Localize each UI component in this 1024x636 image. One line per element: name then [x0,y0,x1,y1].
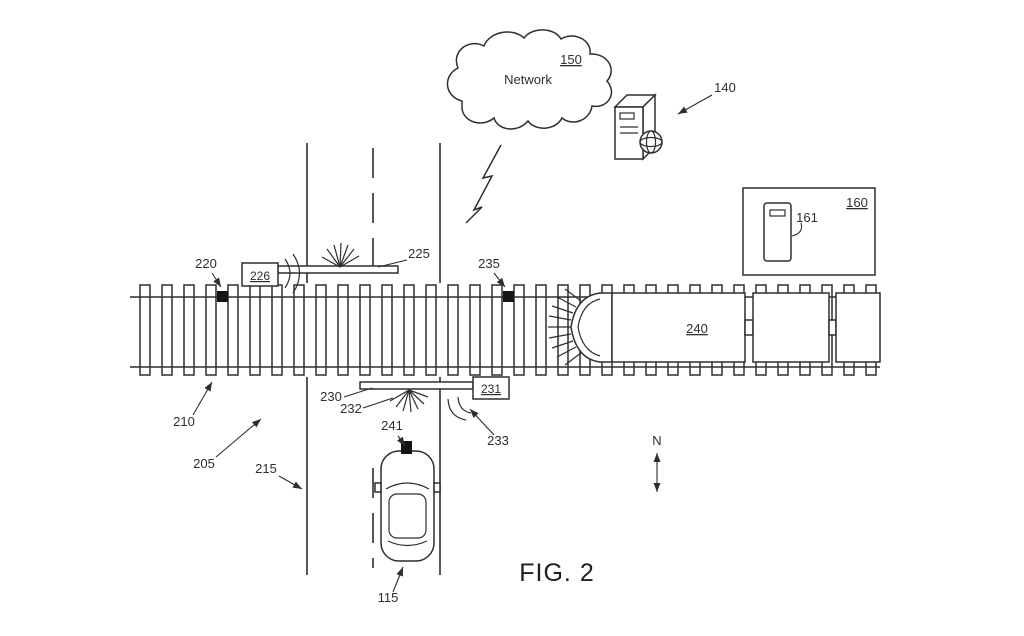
railroad-tie [315,284,327,376]
leader-line-115 [392,566,404,593]
train-car-1 [611,292,746,363]
station-enclosure: 160 161 [742,187,876,276]
leader-line-161 [791,222,803,237]
railroad-tie [447,284,459,376]
mobile-device [763,202,792,262]
ref-right-gate-wireless: 233 [487,433,509,448]
leader-line-205 [215,418,262,458]
railroad-tie [139,284,151,376]
railroad-tie [271,284,283,376]
railroad-tie [491,284,503,376]
train-car-2 [752,292,830,363]
gate-arm-right [359,381,474,390]
train-coupler-2 [828,319,837,336]
wireless-waves-right-icon [447,396,472,421]
railroad-tie [227,284,239,376]
vehicle-mirror-left [374,482,382,493]
left-crossing-equipment: 226 [217,242,399,302]
ref-remote-computer: 140 [714,80,736,95]
leader-line-215 [278,475,303,490]
leader-line-210 [192,381,213,416]
vehicle-windshield [385,482,430,490]
vehicle-rear-window [387,540,428,547]
lightning-bolt-icon [465,144,502,224]
ref-vehicle: 115 [378,590,399,605]
network-label: Network [504,72,552,87]
train-nose [570,292,613,363]
cloud-outline [446,29,613,130]
computer-globe-equator [639,136,663,148]
reference-labels: 220 225 235 230 232 233 241 115 210 205 … [173,80,736,605]
ref-right-gate-arm: 230 [320,389,342,404]
vehicle [374,441,441,562]
railroad-tie [381,284,393,376]
gate-controller-right [472,376,510,400]
ref-train: 240 [686,321,708,336]
train-car-3 [835,292,881,363]
railroad-tie [293,284,305,376]
network-cloud: Network 150 [446,29,613,130]
ref-enclosure: 160 [846,195,868,210]
railroad-tie [359,284,371,376]
ref-vehicle-transceiver: 241 [381,418,403,433]
ref-right-gate-brush: 232 [340,401,362,416]
railroad-tie [535,284,547,376]
ref-left-gate-controller: 226 [250,269,270,283]
train: 240 [548,288,881,366]
vehicle-transceiver [401,441,412,454]
train-headlight-rays-icon [548,288,582,366]
ref-left-track-sensor: 220 [195,256,217,271]
railroad-tie [513,284,525,376]
railroad-tie [205,284,217,376]
railroad-tie [469,284,481,376]
leader-line-232 [362,397,394,409]
vehicle-roof [388,493,427,539]
gate-controller-left [241,262,279,287]
wireless-waves-left-icon [284,253,301,294]
remote-computer [613,93,663,161]
vehicle-mirror-right [433,482,441,493]
railroad-tie [337,284,349,376]
train-nose-inner [577,298,601,357]
compass: N [652,433,662,492]
leader-line-230 [343,387,373,398]
ref-mobile-device: 161 [796,210,818,225]
railroad-tie [183,284,195,376]
railroad-tie [249,284,261,376]
leader-line-225 [377,259,408,268]
train-coupler-1 [744,319,754,336]
computer-globe-icon [639,130,663,154]
leader-line-140 [677,94,713,115]
right-crossing-equipment: 231 [359,291,514,421]
ref-railroad-track: 210 [173,414,195,429]
track-sensor-right [503,291,514,302]
computer-globe-meridian [645,130,657,154]
track-sensor-left [217,291,228,302]
leader-line-220 [211,272,222,288]
gate-brush-right-icon [389,389,429,413]
ref-right-gate-controller: 231 [481,382,501,396]
figure-caption: FIG. 2 [519,559,594,587]
railroad-tie [425,284,437,376]
mobile-device-screen-slot [769,209,786,217]
leader-line-241 [396,435,406,447]
railroad-tie [161,284,173,376]
ref-right-track-sensor: 235 [478,256,500,271]
roadway [306,143,441,575]
ref-network: 150 [560,52,582,67]
computer-drive-slot [619,112,635,120]
ref-road-edge: 215 [255,461,277,476]
gate-brush-left-icon [321,242,360,268]
railroad-tie [403,284,415,376]
ref-roadway: 205 [193,456,215,471]
ref-left-gate-arm: 225 [408,246,430,261]
leader-line-233 [469,408,495,436]
compass-north-label: N [652,433,661,448]
railroad-tie [557,284,569,376]
leader-line-235 [493,272,506,288]
